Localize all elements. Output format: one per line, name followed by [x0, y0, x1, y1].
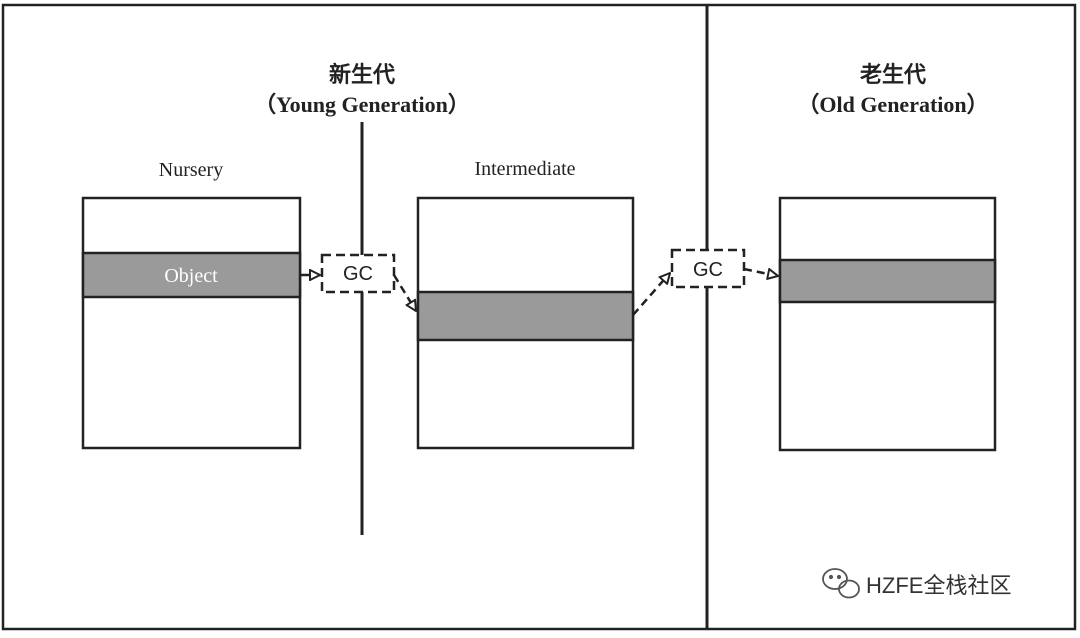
- arrow-gc-to-intermediate: [392, 274, 416, 311]
- arrow-intermediate-to-gc: [632, 273, 670, 316]
- intermediate-object-band: [416, 290, 635, 342]
- outer-frame: [1, 3, 1077, 631]
- old-generation-title-en: （Old Generation）: [797, 92, 988, 117]
- wechat-logo-icon: [822, 568, 860, 599]
- gc-label-2: GC: [693, 259, 723, 281]
- watermark: HZFE全栈社区: [822, 568, 1011, 599]
- old-generation-box: [778, 196, 997, 452]
- gc-box-1: [320, 253, 396, 294]
- arrow-gc-to-old: [743, 267, 778, 276]
- nursery-box: [81, 196, 302, 450]
- old-generation-object-band: [778, 258, 997, 304]
- nursery-object-band: [81, 251, 302, 299]
- object-label: Object: [164, 265, 218, 287]
- gc-label-1: GC: [343, 263, 373, 285]
- young-generation-title-en: （Young Generation）: [254, 92, 470, 117]
- nursery-label: Nursery: [159, 159, 223, 181]
- young-generation-title-cn: 新生代: [329, 62, 395, 87]
- watermark-text: HZFE全栈社区: [866, 573, 1011, 598]
- intermediate-label: Intermediate: [474, 158, 575, 180]
- old-generation-title-cn: 老生代: [859, 62, 926, 87]
- gc-box-2: [670, 248, 746, 289]
